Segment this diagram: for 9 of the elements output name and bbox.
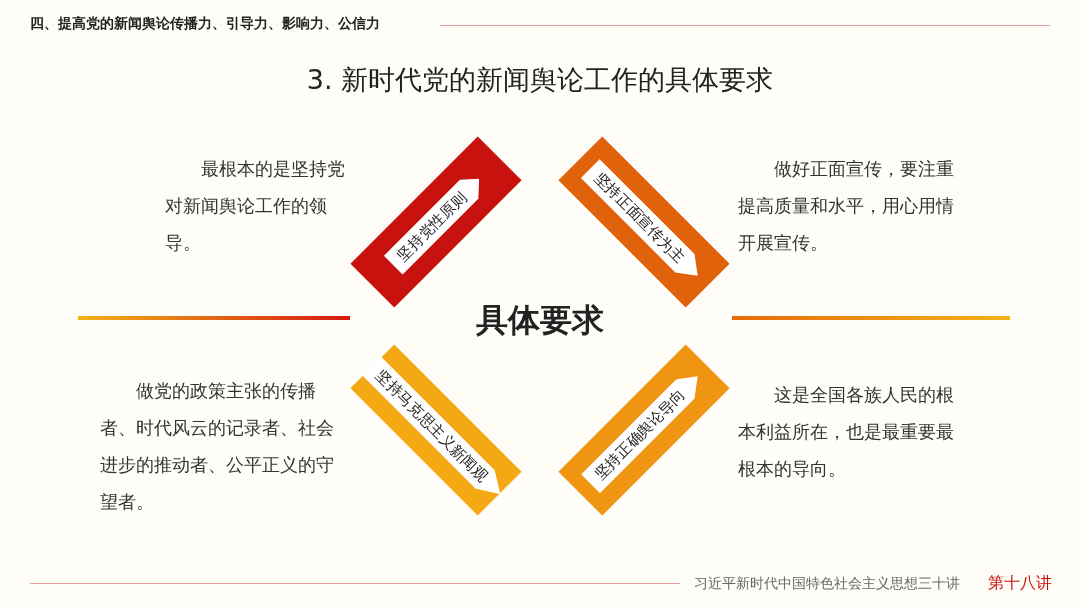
footer-text: 习近平新时代中国特色社会主义思想三十讲 xyxy=(694,575,960,593)
slide-title: 3. 新时代党的新闻舆论工作的具体要求 xyxy=(305,63,775,97)
section-header: 四、提高党的新闻舆论传播力、引导力、影响力、公信力 xyxy=(30,15,380,33)
description-text: 这是全国各族人民的根本利益所在，也是最重要最根本的导向。 xyxy=(738,383,955,481)
description-text: 最根本的是坚持党对新闻舆论工作的领导。 xyxy=(165,157,346,255)
center-title: 具体要求 xyxy=(475,300,605,340)
description-text: 做好正面宣传，要注重提高质量和水平，用心用情开展宣传。 xyxy=(738,157,955,255)
description-text: 做党的政策主张的传播者、时代风云的记录者、社会进步的推动者、公平正义的守望者。 xyxy=(100,379,335,514)
lecture-number: 第十八讲 xyxy=(988,573,1052,594)
